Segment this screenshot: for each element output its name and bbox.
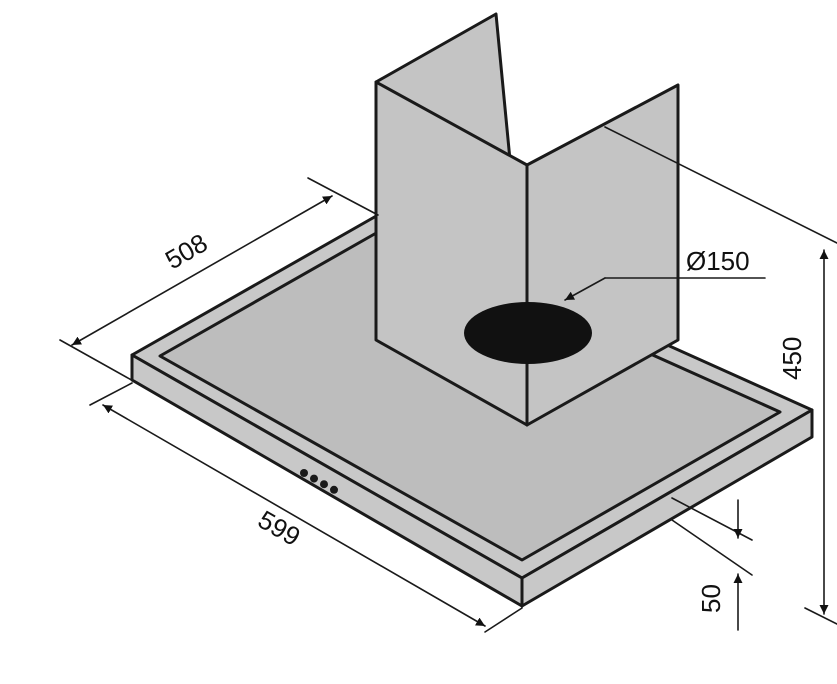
control-button-dot: [330, 485, 338, 494]
hood-thickness-label: 50: [696, 584, 726, 613]
air-outlet-hole: [464, 302, 592, 364]
control-button-dot: [300, 469, 308, 477]
chimney: [374, 12, 680, 427]
dimension-outlet-diameter: Ø150: [564, 246, 766, 301]
outlet-diameter-label: Ø150: [686, 246, 750, 276]
dimension-height: 450: [604, 126, 837, 625]
control-button-dot: [320, 480, 328, 489]
control-button-dot: [310, 474, 318, 483]
width-label: 599: [253, 504, 306, 552]
dimension-hood-thickness: 50: [671, 497, 753, 631]
height-label: 450: [777, 337, 807, 380]
canopy-side-face: [520, 408, 814, 608]
